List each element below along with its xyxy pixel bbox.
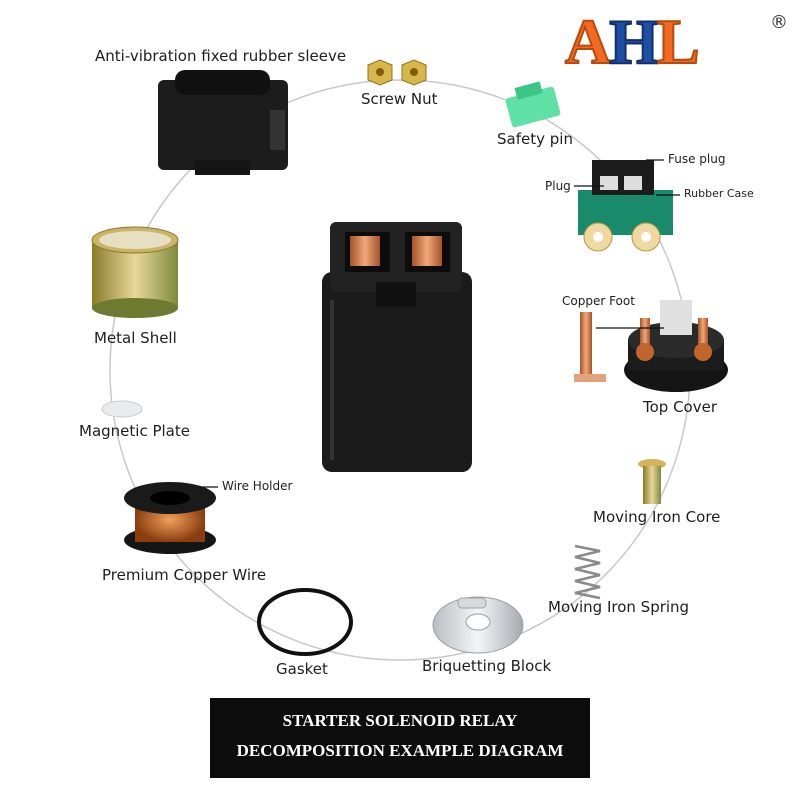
metal-shell-image [91, 226, 179, 318]
screw-nut-image [367, 59, 427, 86]
banner-line-1: STARTER SOLENOID RELAY [282, 711, 518, 730]
title-banner: STARTER SOLENOID RELAY DECOMPOSITION EXA… [210, 698, 590, 778]
label-screw-nut: Screw Nut [361, 90, 438, 108]
copper-foot-image [574, 312, 606, 382]
logo-letter-l: L [656, 6, 701, 77]
label-plug: Plug [545, 179, 571, 193]
logo-letter-h: H [608, 6, 660, 77]
rubber-sleeve-image [158, 70, 288, 175]
label-rubber-case: Rubber Case [684, 187, 754, 200]
label-moving-iron-spring: Moving Iron Spring [548, 598, 690, 616]
label-premium-copper-wire: Premium Copper Wire [102, 566, 267, 584]
starter-relay-image [322, 222, 472, 472]
label-metal-shell: Metal Shell [94, 329, 177, 347]
label-copper-foot: Copper Foot [562, 294, 635, 308]
copper-wire-image [124, 482, 216, 554]
ahl-logo: AHL [564, 6, 701, 77]
banner-line-2: DECOMPOSITION EXAMPLE DIAGRAM [236, 741, 564, 760]
label-safety-pin: Safety pin [497, 130, 573, 148]
moving-iron-core-image [638, 459, 666, 504]
label-wire-holder: Wire Holder [222, 479, 293, 493]
label-top-cover: Top Cover [643, 398, 718, 416]
top-cover-image [624, 300, 728, 392]
safety-pin-image [505, 81, 561, 128]
label-rubber-sleeve: Anti-vibration fixed rubber sleeve [95, 47, 347, 65]
label-magnetic-plate: Magnetic Plate [79, 422, 190, 440]
label-briquetting-block: Briquetting Block [422, 657, 552, 675]
fuse-plug-image [578, 160, 673, 252]
label-gasket: Gasket [276, 660, 328, 678]
briquetting-block-image [432, 596, 524, 654]
magnetic-plate-image [101, 400, 143, 418]
registered-mark: ® [770, 12, 788, 33]
moving-iron-spring-image [574, 544, 601, 600]
gasket-image [257, 588, 353, 656]
label-moving-iron-core: Moving Iron Core [593, 508, 721, 526]
logo-letter-a: A [564, 6, 612, 77]
label-fuse-plug: Fuse plug [668, 152, 726, 166]
